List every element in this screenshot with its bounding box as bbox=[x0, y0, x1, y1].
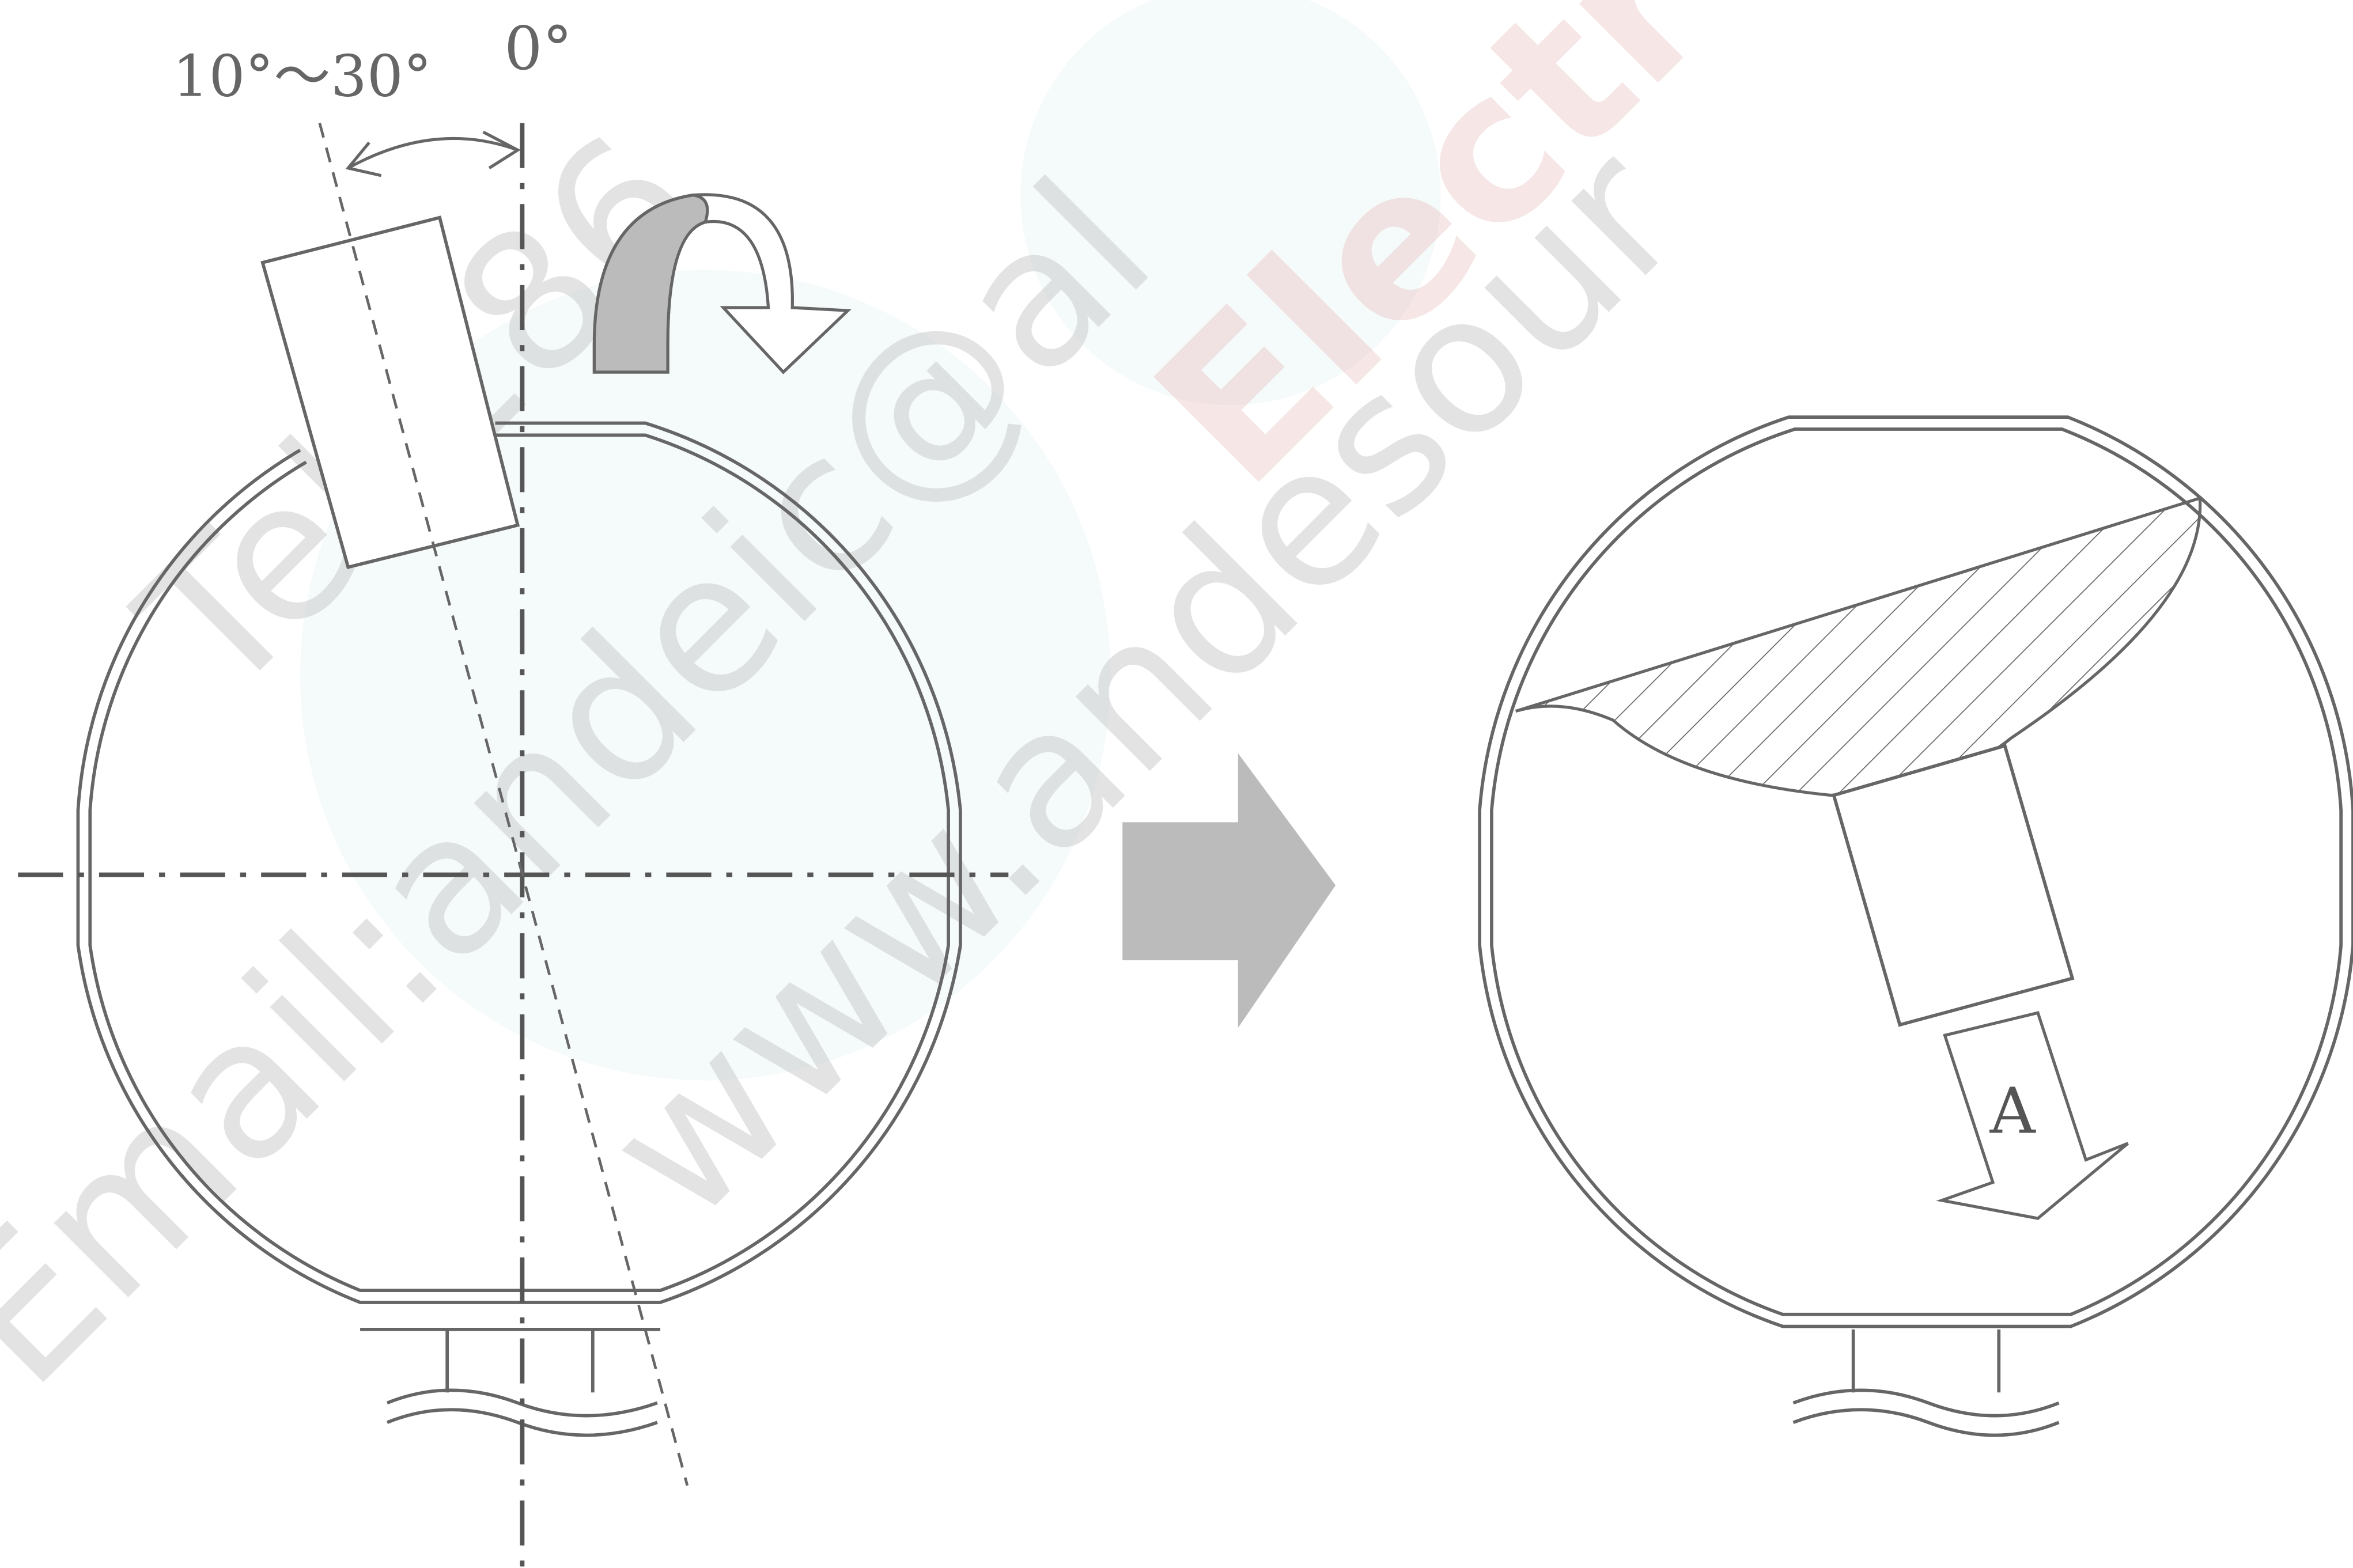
direction-arrow-a-label: A bbox=[1989, 1074, 2037, 1148]
hatched-material-region bbox=[1515, 496, 2202, 797]
left-tilted-nozzle bbox=[260, 215, 520, 570]
left-vessel-body bbox=[76, 421, 962, 1304]
transition-arrow-icon bbox=[1122, 753, 1336, 1028]
left-vessel: 10°～30° 0° bbox=[18, 13, 1009, 1568]
zero-angle-label: 0° bbox=[504, 13, 572, 84]
right-stand bbox=[1792, 1329, 2060, 1437]
tilted-axis-line bbox=[318, 122, 689, 1486]
right-rotated-nozzle bbox=[1832, 744, 2075, 1027]
left-stand bbox=[360, 1327, 661, 1437]
watermark: Tel:186 Email:andeic@al www.andesour Ele… bbox=[0, 0, 1752, 1427]
right-vessel: A bbox=[1478, 415, 2353, 1437]
angle-arc-arrowhead-left bbox=[345, 141, 382, 177]
angle-range-label: 10°～30° bbox=[173, 44, 432, 110]
right-vessel-body bbox=[1478, 415, 2353, 1328]
angle-arc-arrow bbox=[347, 137, 519, 170]
direction-arrow-a-icon bbox=[1936, 1011, 2129, 1220]
rotation-arrow-shaded-icon bbox=[592, 193, 709, 374]
angle-arc-arrowhead-right bbox=[482, 130, 521, 169]
